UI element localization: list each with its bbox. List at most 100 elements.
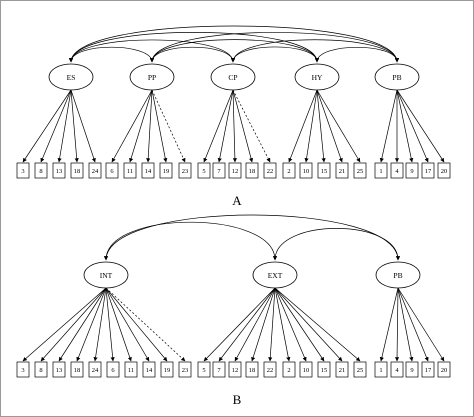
panel_a-loading-cp-22 bbox=[232, 89, 271, 163]
panel_b-loading-int-11 bbox=[105, 287, 132, 362]
panel_b-correlation-int-pb bbox=[103, 214, 401, 261]
panel_a-loading-hy-2 bbox=[288, 89, 318, 163]
panel_b-loading-int-14 bbox=[105, 287, 150, 362]
panel_a-loading-es-13 bbox=[57, 89, 72, 163]
panel_a-indicator-box-es-18 bbox=[70, 162, 84, 179]
panel_b-loading-pb-9 bbox=[397, 287, 414, 362]
panel_b-indicator-label-int-11: 11 bbox=[128, 367, 134, 374]
panel_a-loading-pp-11 bbox=[129, 89, 153, 163]
panel_b-factor-ellipse-ext bbox=[252, 261, 298, 289]
panel_b-loading-ext-7 bbox=[218, 287, 276, 362]
panel_a-indicator-box-hy-15 bbox=[317, 162, 331, 179]
panel_a-indicator-label-cp-22: 22 bbox=[267, 168, 274, 175]
panel_b-factor-ellipse-pb bbox=[375, 261, 421, 289]
panel_a-factor-label-hy: HY bbox=[312, 73, 323, 82]
panel_a-loading-pb-17 bbox=[396, 89, 429, 163]
panel_b-indicator-box-ext-15 bbox=[317, 361, 331, 378]
panel_a-indicator-box-pb-4 bbox=[390, 162, 404, 179]
panel_b-indicator-box-int-8 bbox=[34, 361, 48, 378]
panel_b-loading-ext-2 bbox=[274, 287, 291, 362]
panel_a-correlation-pp-hy bbox=[149, 39, 320, 63]
panel_b-indicator-box-ext-12 bbox=[228, 361, 242, 378]
panel_b-loading-int-6 bbox=[105, 287, 115, 362]
panel_b-indicator-box-ext-18 bbox=[245, 361, 259, 378]
panel_a-indicator-label-pp-6: 6 bbox=[110, 168, 114, 175]
panel_a-loading-pp-14 bbox=[146, 89, 153, 163]
panel_b-loading-pb-20 bbox=[397, 287, 445, 362]
panel_a-indicator-box-pb-1 bbox=[374, 162, 388, 179]
panel_b-indicator-label-int-19: 19 bbox=[164, 367, 171, 374]
panel_a-indicator-label-pp-11: 11 bbox=[127, 168, 133, 175]
panel_a-loading-cp-7 bbox=[217, 89, 234, 163]
panel-b-label: B bbox=[233, 392, 242, 407]
panel_a-indicator-label-cp-7: 7 bbox=[217, 168, 221, 175]
panel_a-indicator-label-pb-17: 17 bbox=[425, 168, 432, 175]
panel_b-loading-ext-10 bbox=[274, 287, 307, 362]
panel_a-correlation-cp-pb bbox=[230, 39, 400, 63]
panel_a-correlation-es-pp bbox=[68, 46, 155, 63]
panel_b-indicator-box-int-13 bbox=[52, 361, 66, 378]
panel_b-indicator-label-int-24: 24 bbox=[92, 367, 99, 374]
panel_b-indicator-label-int-23: 23 bbox=[182, 367, 189, 374]
panel_a-loading-hy-25 bbox=[316, 89, 361, 163]
panel_a-indicator-label-cp-12: 12 bbox=[232, 168, 239, 175]
panel_a-indicator-box-pb-20 bbox=[437, 162, 451, 179]
panel_b-loading-pb-1 bbox=[379, 287, 399, 362]
panel_b-indicator-box-ext-5 bbox=[197, 361, 211, 378]
panel_b-indicator-box-int-6 bbox=[106, 361, 120, 378]
panel_a-indicator-label-es-8: 8 bbox=[39, 168, 42, 175]
panel_a-indicator-box-cp-22 bbox=[263, 162, 277, 179]
panel_a-loading-cp-18 bbox=[232, 89, 254, 163]
panel_b-indicator-label-ext-2: 2 bbox=[287, 367, 290, 374]
panel_b-loading-ext-21 bbox=[274, 287, 343, 362]
panel_b-indicator-box-pb-20 bbox=[437, 361, 451, 378]
panel_b-indicator-label-pb-20: 20 bbox=[441, 367, 448, 374]
panel_a-indicator-label-cp-5: 5 bbox=[202, 168, 205, 175]
panel_a-factor-ellipse-es bbox=[48, 63, 94, 91]
panel_a-loading-hy-21 bbox=[316, 89, 343, 163]
panel_a-indicator-label-es-13: 13 bbox=[56, 168, 63, 175]
panel_b-indicator-box-int-19 bbox=[160, 361, 174, 378]
panel_b-indicator-label-int-3: 3 bbox=[21, 367, 24, 374]
panel_b-loading-pb-4 bbox=[394, 287, 400, 362]
panel_b-indicator-label-ext-18: 18 bbox=[249, 367, 256, 374]
panel_a-loading-es-18 bbox=[70, 89, 79, 163]
panel_b-indicator-box-ext-21 bbox=[335, 361, 349, 378]
panel_b-indicator-label-pb-4: 4 bbox=[395, 367, 399, 374]
panel_a-loading-cp-5 bbox=[203, 89, 234, 163]
panel_b-indicator-box-ext-10 bbox=[299, 361, 313, 378]
panel_a-factor-ellipse-pp bbox=[129, 63, 175, 91]
panel_a-indicator-label-pb-9: 9 bbox=[410, 168, 413, 175]
panel_b-indicator-label-ext-15: 15 bbox=[321, 367, 328, 374]
panel_b-loading-ext-15 bbox=[274, 287, 325, 362]
panel_b-indicator-label-pb-9: 9 bbox=[410, 367, 413, 374]
panel_a-factor-label-cp: CP bbox=[228, 73, 237, 82]
panel_b-indicator-box-int-24 bbox=[88, 361, 102, 378]
panel_a-correlation-es-pb bbox=[68, 25, 400, 63]
panel_b-indicator-label-ext-7: 7 bbox=[217, 367, 221, 374]
panel_a-indicator-box-es-24 bbox=[88, 162, 102, 179]
panel_a-indicator-label-hy-10: 10 bbox=[303, 168, 310, 175]
paths-layer bbox=[22, 25, 445, 362]
panel_a-indicator-box-cp-18 bbox=[245, 162, 259, 179]
panel_a-indicator-label-cp-18: 18 bbox=[249, 168, 256, 175]
panel_b-indicator-label-ext-21: 21 bbox=[339, 367, 346, 374]
panel_a-indicator-label-hy-15: 15 bbox=[321, 168, 328, 175]
panel_b-correlation-ext-pb bbox=[272, 228, 401, 261]
panel_b-loading-int-19 bbox=[105, 287, 168, 362]
panel_a-loading-pb-20 bbox=[396, 89, 445, 163]
panel_a-indicator-box-es-3 bbox=[16, 162, 30, 179]
panel_b-indicator-label-ext-25: 25 bbox=[357, 367, 364, 374]
panel_a-loading-pp-6 bbox=[111, 89, 153, 163]
panel_b-loading-int-8 bbox=[40, 287, 107, 362]
panel_b-indicator-box-ext-25 bbox=[353, 361, 367, 378]
panel_a-factor-ellipse-cp bbox=[210, 63, 256, 91]
panel_b-factor-ellipse-int bbox=[83, 261, 129, 289]
panel_b-loading-ext-25 bbox=[274, 287, 361, 362]
panel_b-indicator-box-int-3 bbox=[16, 361, 30, 378]
panel_b-indicator-label-int-13: 13 bbox=[56, 367, 63, 374]
panel_b-loading-ext-22 bbox=[268, 287, 276, 362]
panel_b-indicator-box-ext-2 bbox=[282, 361, 296, 378]
panel_b-indicator-label-int-6: 6 bbox=[111, 367, 115, 374]
panel_a-loading-cp-12 bbox=[232, 89, 237, 163]
